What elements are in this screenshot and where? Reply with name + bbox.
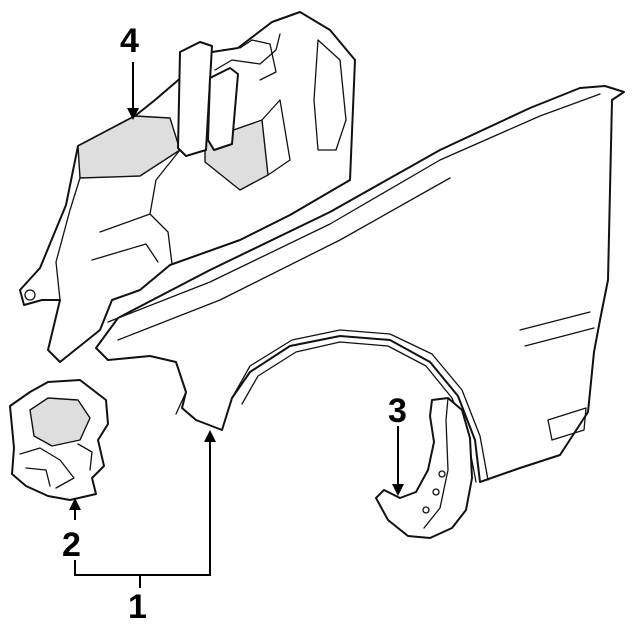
fender-part — [95, 85, 625, 483]
callout-labels: 4 2 3 1 — [62, 22, 407, 626]
callout-3: 3 — [388, 392, 407, 430]
mud-guard-part — [375, 397, 473, 539]
arrow-head-3 — [392, 484, 404, 496]
leader-lines — [69, 62, 404, 588]
leader-line-1 — [74, 440, 211, 576]
arrow-head-1 — [204, 430, 216, 442]
callout-4: 4 — [120, 22, 139, 60]
splash-shield-part — [19, 11, 356, 363]
arrow-head-2 — [69, 498, 81, 510]
arrow-head-4 — [127, 108, 139, 120]
bracket-part — [9, 379, 109, 501]
callout-1: 1 — [128, 588, 147, 626]
callout-2: 2 — [62, 526, 81, 564]
